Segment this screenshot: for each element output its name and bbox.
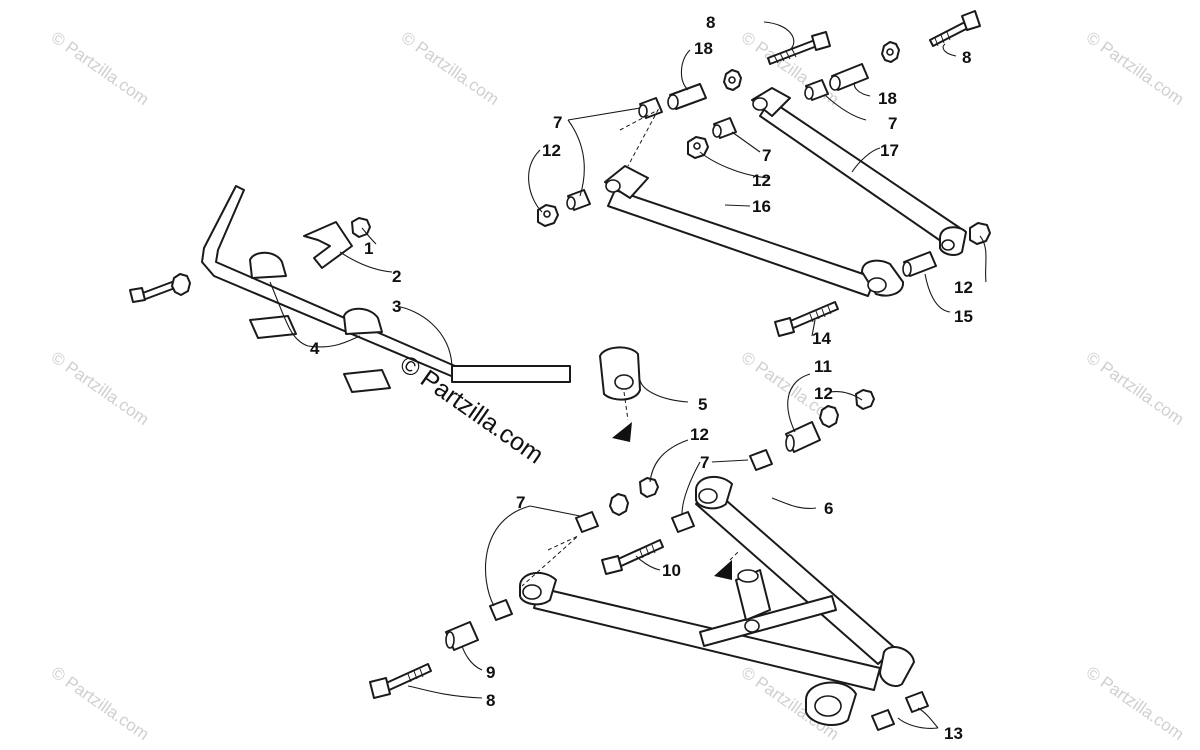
direction-arrow — [714, 560, 732, 580]
direction-arrow — [612, 422, 632, 442]
callout-12: 12 — [542, 141, 561, 160]
upper-a-arm — [604, 87, 967, 297]
watermark: © Partzilla.com — [1083, 348, 1188, 429]
callout-7: 7 — [700, 453, 709, 472]
callout-11: 11 — [814, 357, 832, 376]
callout-8: 8 — [706, 13, 715, 32]
callout-13: 13 — [944, 724, 963, 743]
callout-16: 16 — [752, 197, 771, 216]
callout-18: 18 — [694, 39, 713, 58]
watermark: © Partzilla.com — [48, 348, 153, 429]
callout-10: 10 — [662, 561, 681, 580]
callout-7: 7 — [553, 113, 562, 132]
callout-17: 17 — [880, 141, 899, 160]
callout-8: 8 — [486, 691, 495, 710]
callout-12: 12 — [752, 171, 771, 190]
callout-3: 3 — [392, 297, 401, 316]
watermark: © Partzilla.com — [398, 28, 503, 109]
callout-1: 1 — [364, 239, 373, 258]
callout-14: 14 — [812, 329, 831, 348]
watermark: © Partzilla.com — [48, 28, 153, 109]
lower-hardware — [369, 389, 929, 731]
watermark: © Partzilla.com — [1083, 28, 1188, 109]
callout-12: 12 — [954, 278, 973, 297]
callout-9: 9 — [486, 663, 495, 682]
callout-7: 7 — [516, 493, 525, 512]
callout-5: 5 — [698, 395, 707, 414]
callout-12: 12 — [814, 384, 833, 403]
callout-18: 18 — [878, 89, 897, 108]
callout-12: 12 — [690, 425, 709, 444]
callout-4: 4 — [310, 339, 320, 358]
callout-15: 15 — [954, 307, 973, 326]
callout-7: 7 — [762, 146, 771, 165]
callout-6: 6 — [824, 499, 833, 518]
callout-8: 8 — [962, 48, 971, 67]
upper-hardware — [537, 10, 991, 337]
callouts: 1 2 3 4 5 6 7 7 7 7 7 8 8 8 9 10 11 12 1… — [310, 13, 973, 743]
callout-2: 2 — [392, 267, 401, 286]
lower-a-arm — [519, 475, 915, 727]
watermark: © Partzilla.com — [48, 663, 153, 744]
callout-7: 7 — [888, 114, 897, 133]
leader-lines — [269, 21, 987, 729]
sway-bar — [129, 185, 641, 442]
watermark: © Partzilla.com — [1083, 663, 1188, 744]
